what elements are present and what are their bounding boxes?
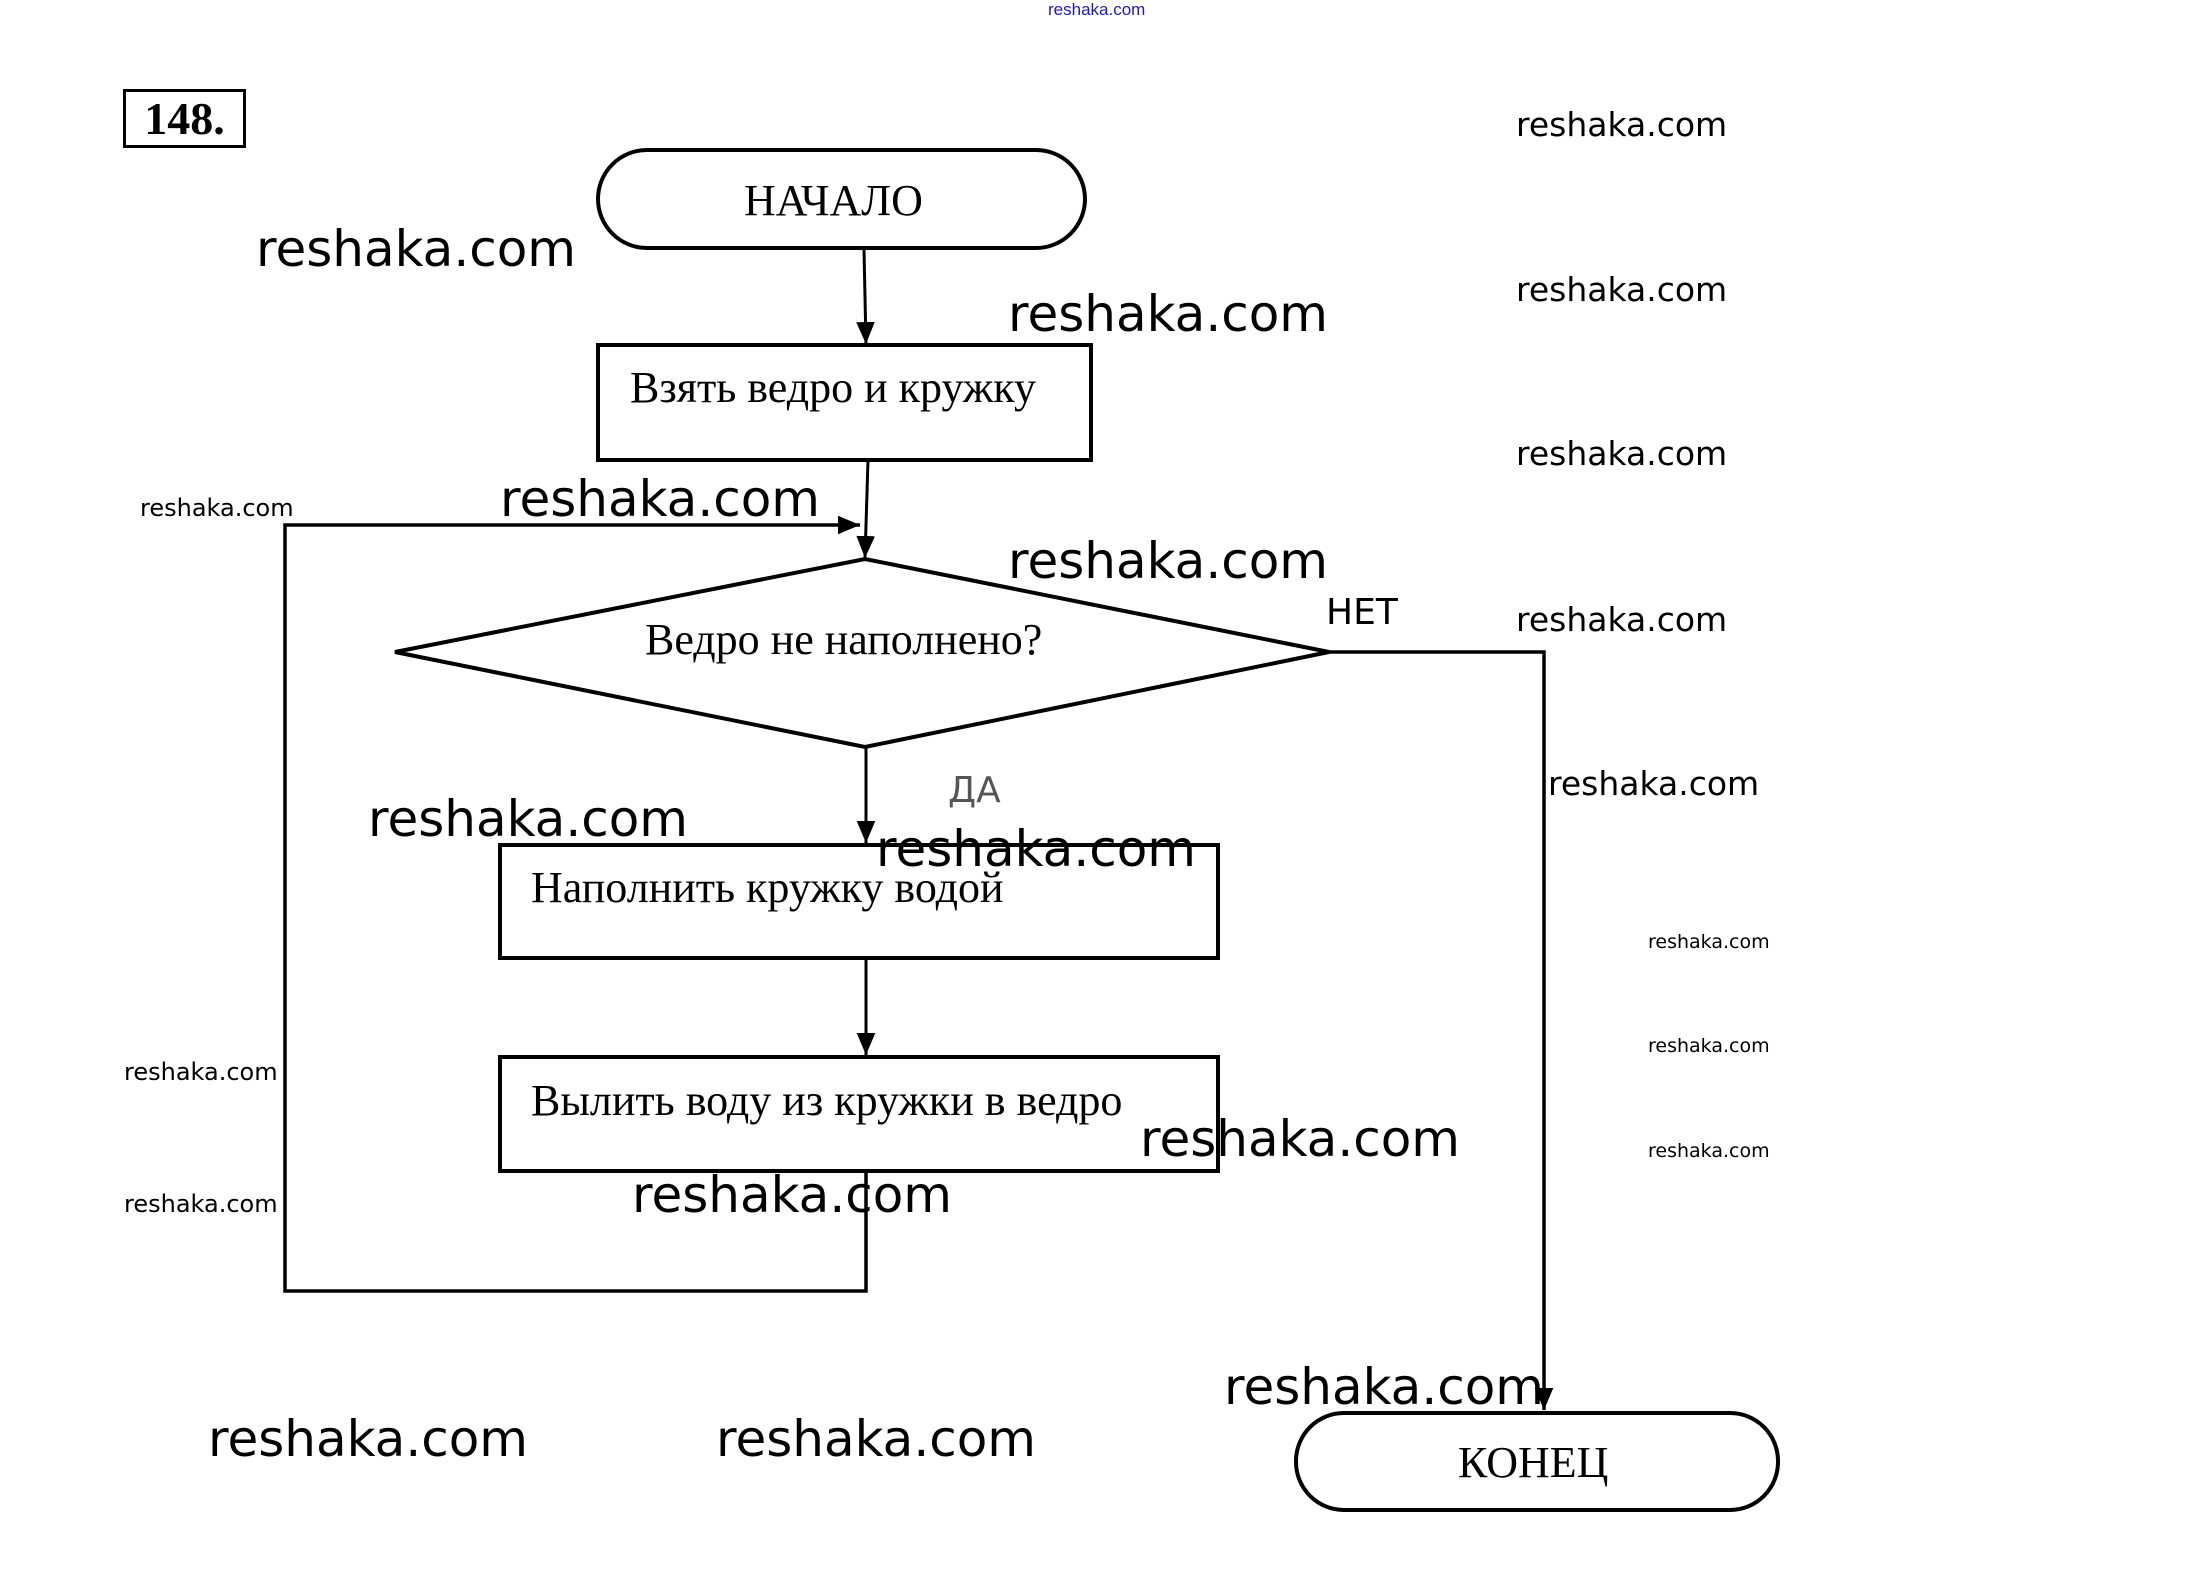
step2-label: Наполнить кружку водой (531, 863, 1004, 912)
end-terminator (1294, 1411, 1780, 1512)
watermark: reshaka.com (1516, 600, 1728, 639)
site-link[interactable]: reshaka.com (1048, 0, 1146, 19)
arrow-step1-condition (856, 459, 875, 559)
watermark: reshaka.com (1516, 105, 1728, 144)
arrow-start-step1 (856, 249, 875, 345)
watermark: reshaka.com (1008, 532, 1328, 590)
watermark: reshaka.com (256, 220, 576, 278)
step1-label: Взять ведро и кружку (630, 363, 1037, 412)
watermark: reshaka.com (1648, 1035, 1770, 1057)
watermark: reshaka.com (716, 1410, 1036, 1468)
watermark: reshaka.com (632, 1166, 952, 1224)
problem-number: 148. (123, 89, 246, 148)
watermark: reshaka.com (1008, 285, 1328, 343)
step3-label: Вылить воду из кружки в ведро (531, 1076, 1123, 1125)
arrow-no (1329, 650, 1554, 1410)
step2-box (498, 843, 1220, 960)
watermark: reshaka.com (1648, 931, 1770, 953)
start-label: НАЧАЛО (744, 176, 923, 225)
start-terminator (596, 148, 1087, 250)
watermark: reshaka.com (500, 470, 820, 528)
watermark: reshaka.com (1516, 434, 1728, 473)
watermark: reshaka.com (1648, 1140, 1770, 1162)
loop-back-line (283, 515, 868, 1293)
step3-box (498, 1055, 1220, 1173)
step1-box (596, 343, 1093, 462)
watermark: reshaka.com (1140, 1110, 1460, 1168)
no-branch-label: НЕТ (1326, 592, 1398, 633)
yes-branch-label: ДА (948, 770, 1001, 811)
watermark: reshaka.com (1224, 1358, 1544, 1416)
watermark: reshaka.com (876, 820, 1196, 878)
watermark: reshaka.com (124, 1058, 278, 1086)
condition-label: Ведро не наполнено? (645, 615, 1043, 664)
watermark: reshaka.com (140, 494, 294, 522)
end-label: КОНЕЦ (1458, 1438, 1609, 1487)
watermark: reshaka.com (368, 790, 688, 848)
watermark: reshaka.com (1548, 764, 1760, 803)
watermark: reshaka.com (208, 1410, 528, 1468)
watermark: reshaka.com (1516, 270, 1728, 309)
watermark: reshaka.com (124, 1190, 278, 1218)
